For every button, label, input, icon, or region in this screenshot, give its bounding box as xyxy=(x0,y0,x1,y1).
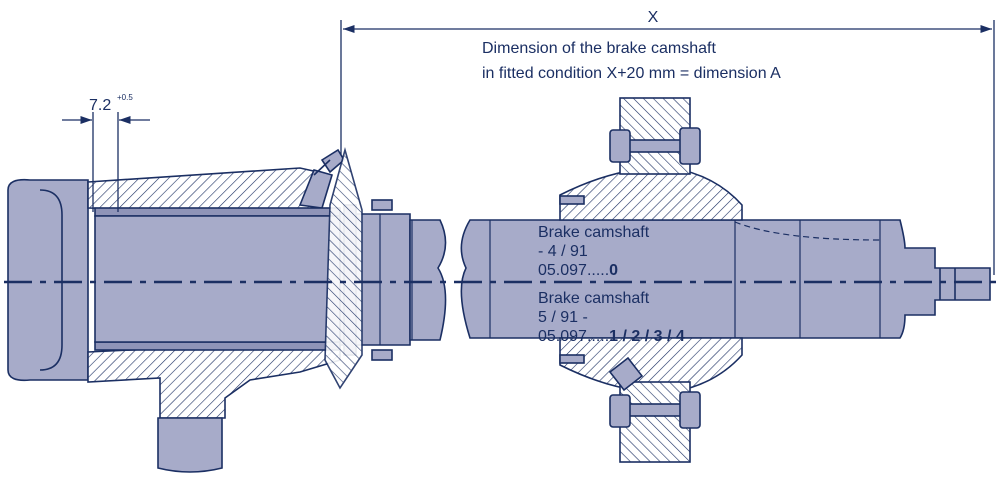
brake-bearing xyxy=(559,97,743,463)
flange-contour xyxy=(39,189,63,371)
label-new-line-2: 5 / 91 - xyxy=(538,309,588,326)
upper-nut xyxy=(679,127,701,165)
note-line-1: Dimension of the brake camshaft xyxy=(482,40,716,57)
label-new-line-3: 05.097.....1 / 2 / 3 / 4 xyxy=(538,328,685,345)
spring-clip xyxy=(371,199,393,211)
lower-bolt-head xyxy=(609,394,631,428)
housing-lower-wall xyxy=(87,339,341,419)
bushing-top xyxy=(94,207,341,217)
bearing-housing-upper xyxy=(559,166,743,221)
label-old-line-2: - 4 / 91 xyxy=(538,243,588,260)
gap-tolerance: +0.5 xyxy=(117,93,133,102)
camshaft-break-left xyxy=(409,219,447,341)
spline-hidden-edge xyxy=(734,221,881,241)
bushing-bottom xyxy=(94,341,341,351)
camshaft-shaft-right xyxy=(460,219,991,339)
lower-bracket xyxy=(619,381,691,463)
lower-nut xyxy=(679,391,701,429)
lower-bolt-shank xyxy=(627,403,683,417)
upper-bolt-shank xyxy=(627,139,683,153)
camshaft-left-segment xyxy=(94,147,447,390)
seal-cover xyxy=(324,147,363,390)
spring-clip xyxy=(371,349,393,361)
label-old-line-3: 05.097.....0 xyxy=(538,262,618,279)
dimension-x xyxy=(340,20,995,275)
dimension-x-label: X xyxy=(648,9,659,26)
housing-upper-wall xyxy=(87,167,323,213)
grease-nipple-body xyxy=(298,169,334,209)
camshaft-right-segment xyxy=(460,219,991,339)
camshaft-shaft-left xyxy=(94,215,341,343)
note-line-2: in fitted condition X+20 mm = dimension … xyxy=(482,65,781,82)
label-new-line-1: Brake camshaft xyxy=(538,290,650,307)
bracket-leg xyxy=(157,417,223,473)
upper-bolt-head xyxy=(609,129,631,163)
gap-value: 7.2 xyxy=(89,97,111,114)
bearing-grease-nipple xyxy=(608,356,644,392)
hub-flange xyxy=(7,178,89,382)
gap-dimension xyxy=(62,112,150,212)
label-old-line-1: Brake camshaft xyxy=(538,224,650,241)
